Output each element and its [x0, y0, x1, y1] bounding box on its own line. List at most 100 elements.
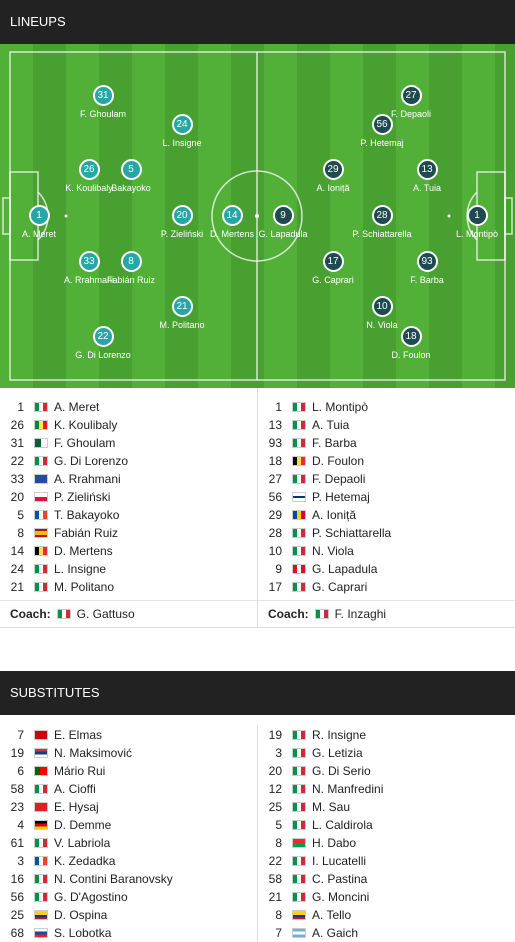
player-name[interactable]: G. Lapadula — [312, 562, 378, 576]
player-name[interactable]: D. Demme — [54, 818, 112, 832]
player-name[interactable]: G. Di Lorenzo — [54, 454, 129, 468]
coach-name[interactable]: F. Inzaghi — [334, 606, 387, 621]
player-name[interactable]: G. Letizia — [312, 746, 363, 760]
player-name[interactable]: A. Rrahmani — [54, 472, 121, 486]
player-name[interactable]: F. Ghoulam — [54, 436, 116, 450]
player-name[interactable]: L. Caldirola — [312, 818, 373, 832]
player-name[interactable]: E. Hysaj — [54, 800, 99, 814]
coach-name[interactable]: G. Gattuso — [76, 606, 135, 621]
player-name[interactable]: A. Cioffi — [54, 782, 96, 796]
player-name[interactable]: I. Lucatelli — [312, 854, 367, 868]
player-name[interactable]: G. D'Agostino — [54, 890, 128, 904]
player-name[interactable]: C. Pastina — [312, 872, 368, 886]
player-name[interactable]: D. Ospina — [54, 908, 108, 922]
player-name[interactable]: Fabián Ruiz — [54, 526, 119, 540]
player-name[interactable]: V. Labriola — [54, 836, 111, 850]
player-name[interactable]: E. Elmas — [54, 728, 103, 742]
player-name[interactable]: K. Koulibaly — [54, 418, 118, 432]
player-name[interactable]: N. Contini Baranovsky — [54, 872, 173, 886]
player-name[interactable]: P. Hetemaj — [312, 490, 370, 504]
player-name[interactable]: G. Moncini — [312, 890, 370, 904]
player-name[interactable]: A. Tuia — [312, 418, 350, 432]
player-name[interactable]: S. Lobotka — [54, 926, 112, 940]
player-name[interactable]: P. Zieliński — [54, 490, 111, 504]
player-name[interactable]: R. Insigne — [312, 728, 367, 742]
player-name[interactable]: Mário Rui — [54, 764, 106, 778]
player-name[interactable]: N. Viola — [312, 544, 354, 558]
player-name[interactable]: G. Di Serio — [312, 764, 371, 778]
player-name[interactable]: K. Zedadka — [54, 854, 116, 868]
player-name[interactable]: M. Politano — [54, 580, 115, 594]
player-name[interactable]: A. Meret — [54, 400, 100, 414]
player-name[interactable]: N. Maksimović — [54, 746, 133, 760]
player-name[interactable]: T. Bakayoko — [54, 508, 120, 522]
player-name[interactable]: L. Insigne — [54, 562, 107, 576]
player-name[interactable]: A. Ioniță — [312, 508, 357, 522]
player-name[interactable]: F. Barba — [312, 436, 357, 450]
player-name[interactable]: A. Tello — [312, 908, 352, 922]
player-name[interactable]: L. Montipò — [312, 400, 369, 414]
player-name[interactable]: M. Sau — [312, 800, 351, 814]
